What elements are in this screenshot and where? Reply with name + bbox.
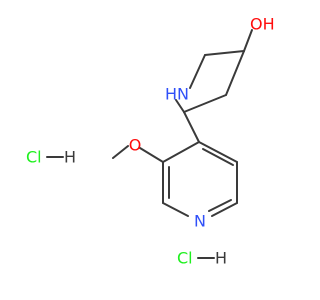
bond-c4-c5-pyr-inner [202,148,234,166]
bond-c4-c5-pyr [198,141,238,163]
methoxy-group [112,145,164,163]
bond-c3-c4-pyr [162,141,200,163]
bond-n-c2-pyr [162,202,189,217]
chlorine-label: Cl [177,249,193,268]
bond-n-c5 [175,99,185,113]
bond-c3-o-methoxy [139,147,164,163]
amine-label: HN [165,85,189,104]
structure-diagram: OH HN O N Cl H Cl H [26,15,275,268]
hcl-salt-1: Cl H [26,148,76,167]
bond-o-ch3 [112,145,129,159]
pyridine-nitrogen-label: N [194,212,206,231]
hcl-salt-2: Cl H [177,249,227,268]
pyridine-ring [162,141,238,217]
bond-c6-n-pyr [211,202,238,217]
bond-c3-oh [243,29,253,52]
hydrogen-label: H [64,148,76,167]
bond-c6-n-pyr-inner [208,199,232,212]
bond-c4-c5 [183,94,227,113]
chlorine-label: Cl [26,148,42,167]
bond-c3-c4 [225,50,245,96]
bond-c3-c2 [204,50,245,56]
pyrrolidine-ring [175,29,253,113]
bond-c5-pyridine [183,111,200,143]
hydrogen-label: H [215,249,227,268]
hydroxyl-label: OH [250,15,275,34]
bond-c2-n [189,54,206,89]
methoxy-oxygen-label: O [129,136,142,155]
